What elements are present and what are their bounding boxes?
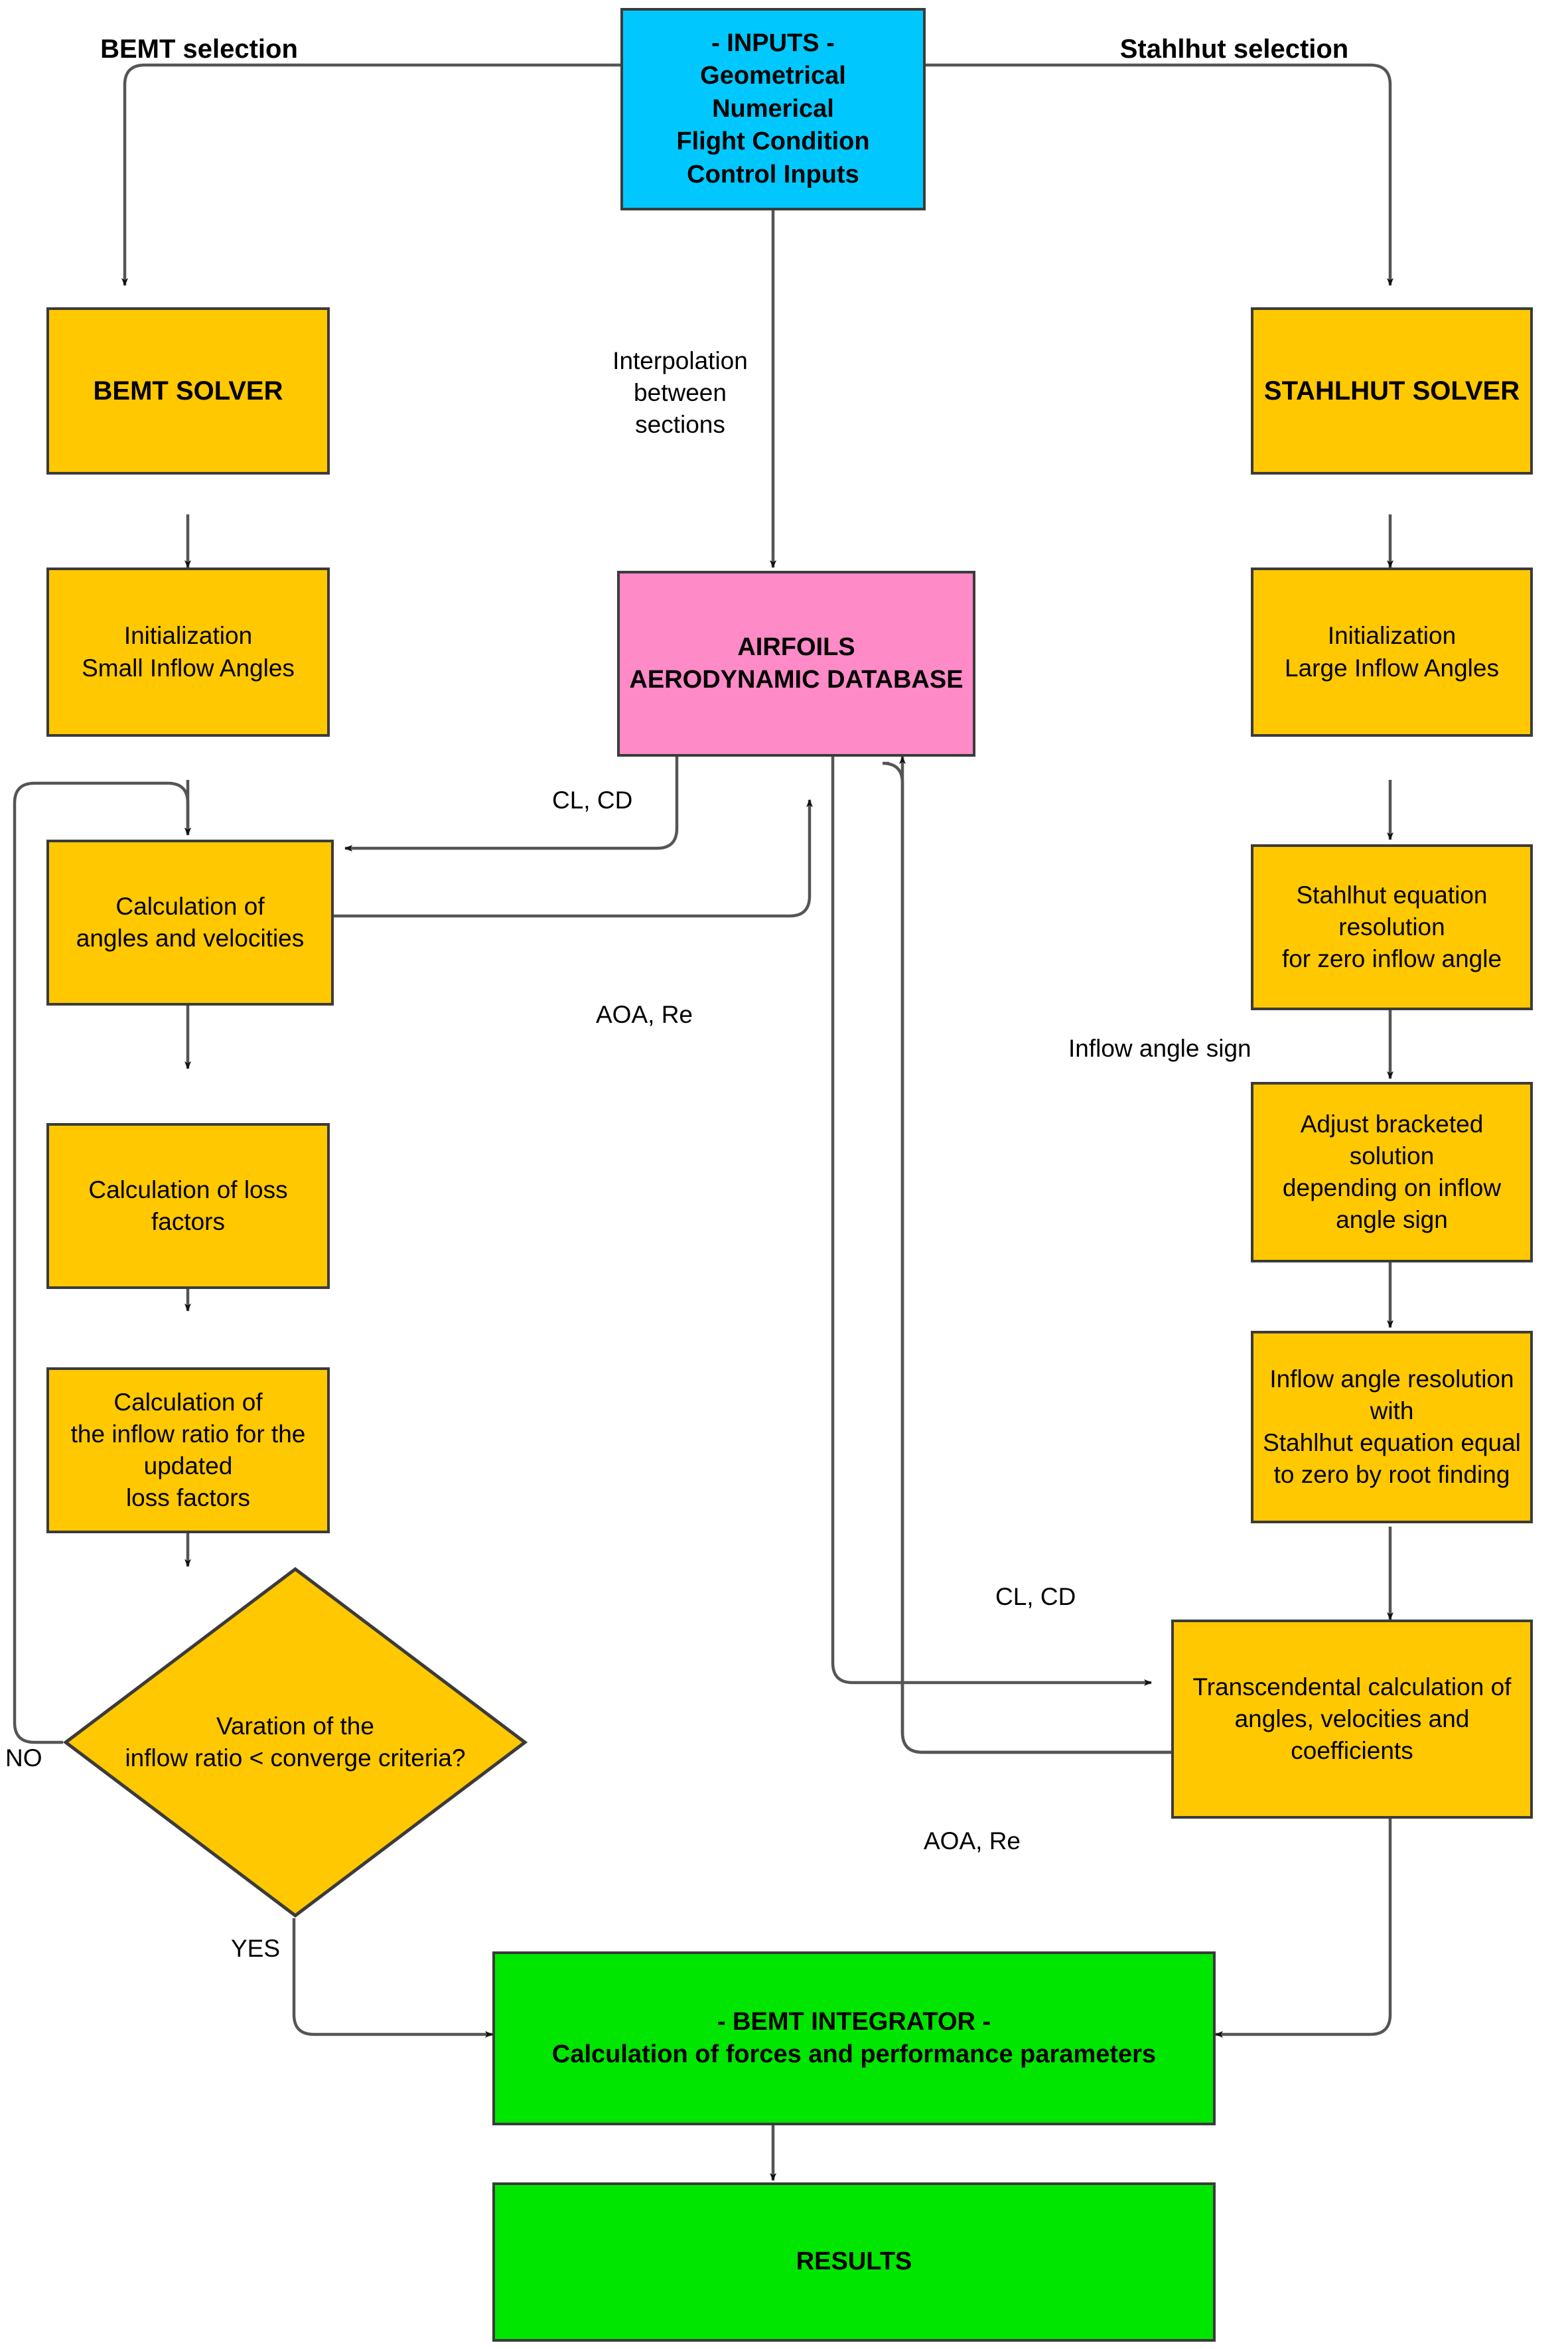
- edge-label-aoa-re-left: AOA, Re: [596, 1001, 693, 1028]
- edge-label-aoa-re-right: AOA, Re: [924, 1827, 1021, 1855]
- node-bemt-loss-factors[interactable]: Calculation of loss factors: [46, 1123, 330, 1289]
- edge-label-cl-cd-right: CL, CD: [995, 1583, 1076, 1610]
- node-stahlhut-adjust-bracket[interactable]: Adjust bracketed solution depending on i…: [1251, 1082, 1533, 1262]
- node-inputs[interactable]: - INPUTS - Geometrical Numerical Flight …: [620, 8, 926, 210]
- node-bemt-inflow-ratio[interactable]: Calculation of the inflow ratio for the …: [46, 1367, 330, 1533]
- node-bemt-solver[interactable]: BEMT SOLVER: [46, 307, 330, 475]
- edge-label-yes: YES: [231, 1935, 281, 1962]
- node-results[interactable]: RESULTS: [492, 2182, 1216, 2342]
- node-stahlhut-zero-inflow[interactable]: Stahlhut equation resolution for zero in…: [1251, 844, 1533, 1010]
- node-bemt-angles-velocities[interactable]: Calculation of angles and velocities: [46, 840, 334, 1006]
- node-bemt-integrator[interactable]: - BEMT INTEGRATOR - Calculation of force…: [492, 1951, 1216, 2125]
- node-bemt-convergence-decision[interactable]: Varation of the inflow ratio < converge …: [63, 1566, 528, 1918]
- column-title-bemt: BEMT selection: [100, 35, 298, 64]
- node-stahlhut-solver[interactable]: STAHLHUT SOLVER: [1251, 307, 1533, 475]
- edge-label-no: NO: [5, 1744, 42, 1772]
- node-bemt-initialization[interactable]: Initialization Small Inflow Angles: [46, 568, 330, 737]
- column-title-stahlhut: Stahlhut selection: [1119, 35, 1349, 64]
- node-stahlhut-initialization[interactable]: Initialization Large Inflow Angles: [1251, 568, 1533, 737]
- node-stahlhut-transcendental[interactable]: Transcendental calculation of angles, ve…: [1171, 1620, 1533, 1819]
- edge-label-cl-cd-left: CL, CD: [552, 787, 633, 814]
- edge-label-interpolation: Interpolation between sections: [612, 347, 748, 439]
- node-stahlhut-root-finding[interactable]: Inflow angle resolution with Stahlhut eq…: [1251, 1331, 1533, 1523]
- edge-label-inflow-angle-sign: Inflow angle sign: [1068, 1035, 1251, 1062]
- node-airfoils-database[interactable]: AIRFOILS AERODYNAMIC DATABASE: [617, 571, 975, 757]
